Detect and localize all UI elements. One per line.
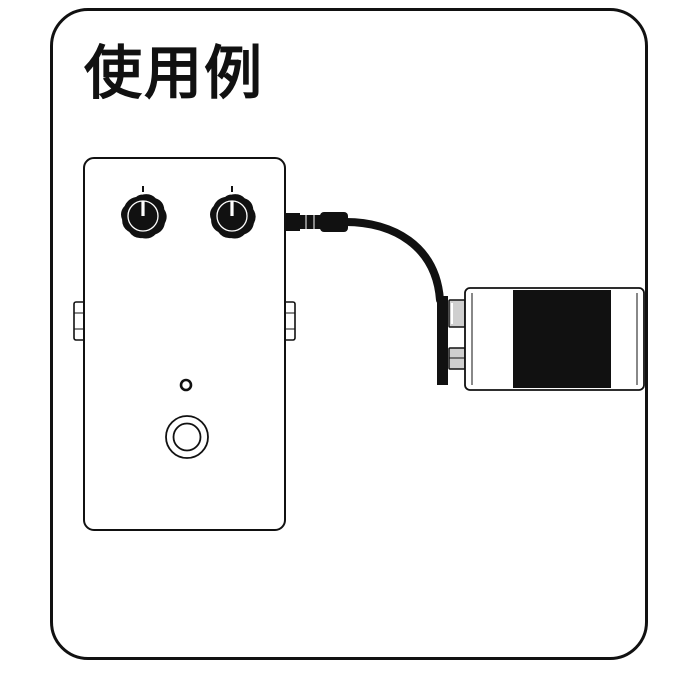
cable: [286, 212, 448, 385]
battery-label-band: [513, 290, 611, 388]
usage-example-heading: 使用例: [84, 39, 265, 107]
usage-example-frame: [50, 8, 648, 660]
pedal-knob-right: [209, 186, 256, 239]
effects-pedal-icon: [73, 157, 296, 531]
pedal-footswitch: [165, 415, 209, 459]
pedal-knob-left: [120, 186, 167, 239]
pedal-led: [179, 378, 193, 392]
battery-9v-icon: [448, 287, 645, 391]
cable-cord: [342, 218, 444, 304]
pedal-enclosure: [83, 157, 286, 531]
cable-plug: [286, 213, 300, 231]
battery-snap: [437, 296, 448, 385]
